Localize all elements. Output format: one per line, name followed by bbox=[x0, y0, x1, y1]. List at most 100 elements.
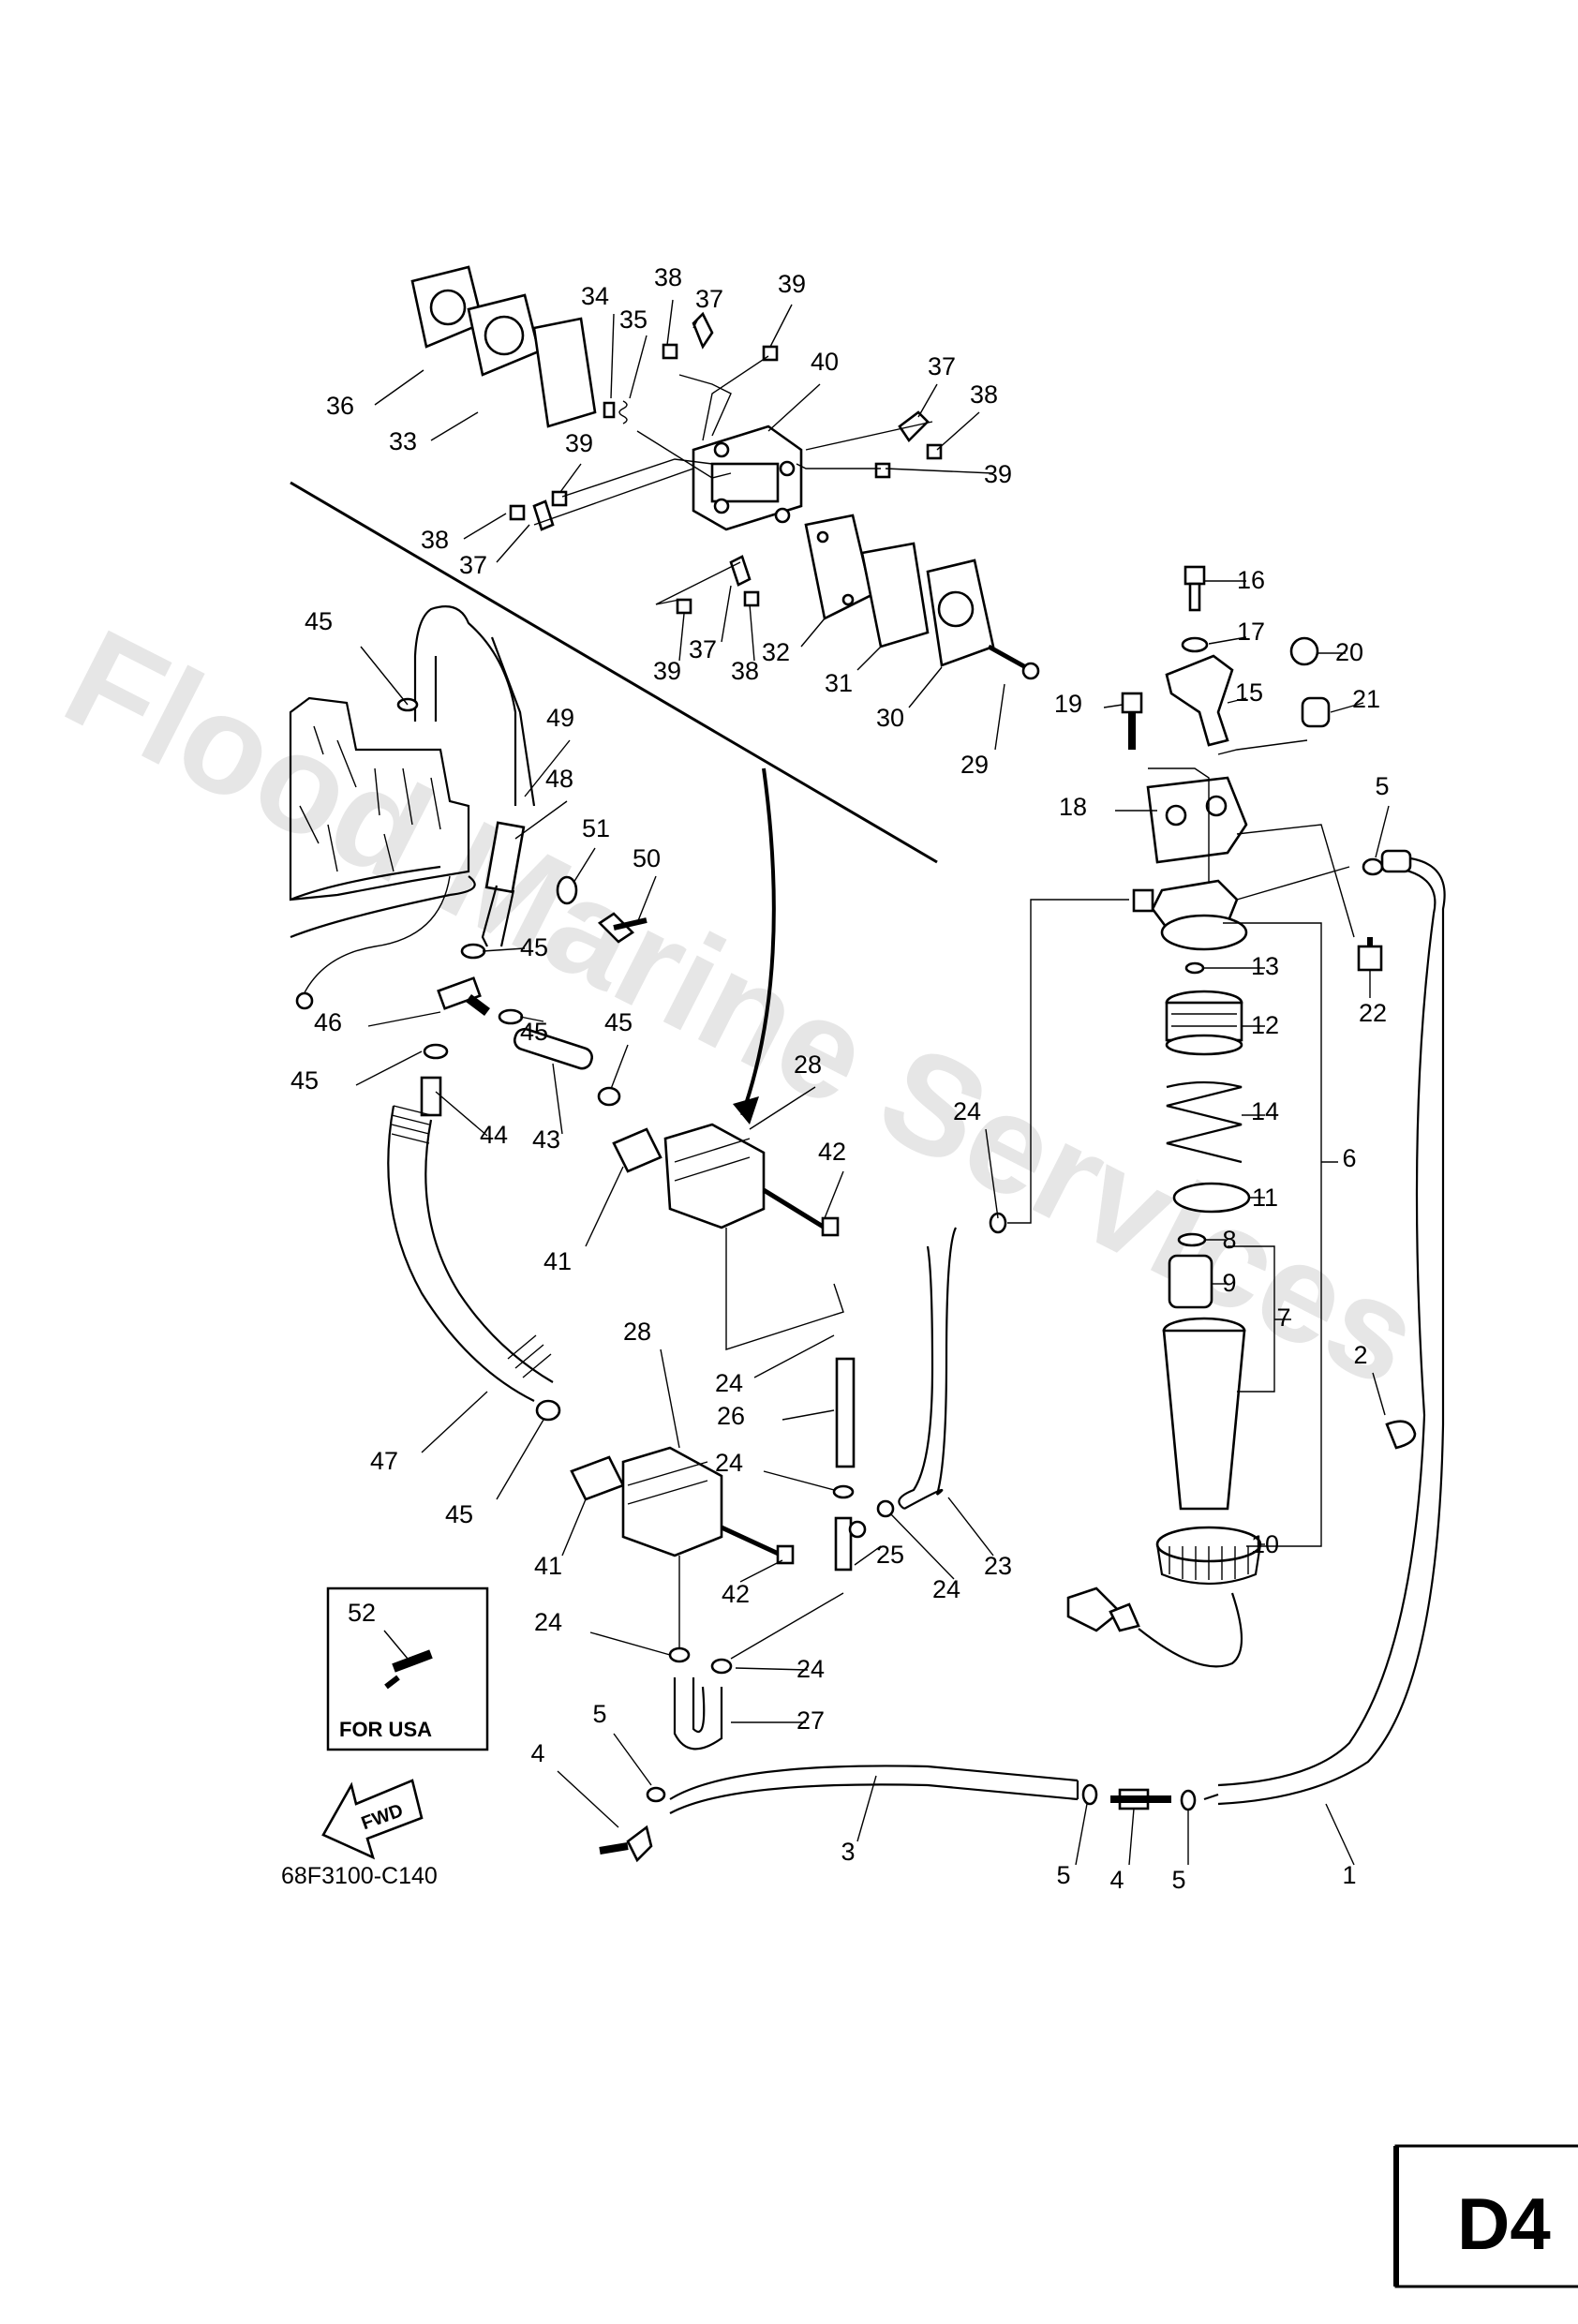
callout-leader-15 bbox=[1227, 697, 1247, 704]
callout-leader-37 bbox=[917, 383, 938, 418]
callout-leader-38 bbox=[936, 411, 980, 451]
callout-24: 24 bbox=[953, 1097, 981, 1125]
callout-8: 8 bbox=[1222, 1226, 1236, 1254]
callout-1: 1 bbox=[1342, 1861, 1356, 1889]
callout-5: 5 bbox=[1171, 1866, 1185, 1894]
callout-31: 31 bbox=[825, 669, 853, 697]
callout-24: 24 bbox=[932, 1575, 960, 1603]
callout-leader-36 bbox=[374, 369, 424, 406]
callout-leader-45 bbox=[610, 1044, 629, 1090]
callout-leader-50 bbox=[636, 875, 657, 924]
callout-leader-24 bbox=[985, 1128, 999, 1219]
callout-3: 3 bbox=[841, 1838, 855, 1866]
callout-5: 5 bbox=[592, 1700, 606, 1728]
drawing-code: 68F3100-C140 bbox=[281, 1863, 438, 1889]
callout-leader-42 bbox=[824, 1170, 844, 1219]
callout-leader-37 bbox=[721, 585, 732, 643]
bottom-hoses bbox=[599, 1765, 1219, 1863]
callout-49: 49 bbox=[546, 704, 574, 732]
callout-41: 41 bbox=[534, 1552, 562, 1580]
callout-15: 15 bbox=[1235, 678, 1263, 707]
callout-38: 38 bbox=[654, 263, 682, 291]
callout-leader-2 bbox=[1372, 1372, 1386, 1416]
callout-37: 37 bbox=[695, 285, 723, 313]
callout-28: 28 bbox=[794, 1050, 822, 1079]
fuel-pump-lower bbox=[570, 1446, 795, 1649]
section-code-box: D4 bbox=[1393, 2144, 1578, 2288]
callout-leader-35 bbox=[629, 335, 648, 399]
callout-leader-45 bbox=[496, 1419, 544, 1500]
callout-leader-40 bbox=[767, 383, 821, 432]
callout-leader-39 bbox=[885, 468, 994, 474]
center-hoses bbox=[668, 899, 1129, 1750]
callout-leader-29 bbox=[994, 683, 1005, 751]
callout-leader-37 bbox=[496, 524, 530, 563]
callout-leader-51 bbox=[573, 847, 596, 884]
callout-leader-24 bbox=[735, 1667, 809, 1671]
callout-39: 39 bbox=[653, 657, 681, 685]
callout-30: 30 bbox=[876, 704, 904, 732]
fwd-arrow: FWD bbox=[321, 1779, 424, 1860]
callout-leader-24 bbox=[763, 1470, 835, 1491]
callout-leader-47 bbox=[421, 1391, 488, 1453]
callout-leader-31 bbox=[856, 646, 882, 671]
callout-leader-39 bbox=[769, 304, 793, 348]
callout-20: 20 bbox=[1335, 638, 1363, 666]
fuel-pump-upper bbox=[612, 1123, 844, 1350]
callout-43: 43 bbox=[532, 1125, 560, 1154]
callout-leader-44 bbox=[435, 1091, 488, 1137]
callout-34: 34 bbox=[581, 282, 609, 310]
callout-leader-38 bbox=[463, 513, 507, 540]
callout-leader-28 bbox=[749, 1086, 816, 1130]
callout-leader-26 bbox=[782, 1409, 835, 1421]
callout-22: 22 bbox=[1359, 999, 1387, 1027]
callout-37: 37 bbox=[459, 551, 487, 579]
callout-2: 2 bbox=[1353, 1341, 1367, 1369]
callout-45: 45 bbox=[305, 607, 333, 635]
callout-leader-48 bbox=[514, 800, 568, 840]
callout-leader-5 bbox=[613, 1733, 652, 1786]
callout-leader-49 bbox=[524, 739, 571, 797]
callout-51: 51 bbox=[582, 814, 610, 842]
callout-45: 45 bbox=[445, 1500, 473, 1528]
callout-45: 45 bbox=[520, 933, 548, 961]
callout-leader-21 bbox=[1330, 702, 1364, 713]
callout-leader-24 bbox=[589, 1631, 671, 1656]
callout-29: 29 bbox=[960, 751, 989, 779]
callout-41: 41 bbox=[543, 1247, 572, 1275]
for-usa-label: FOR USA bbox=[339, 1718, 432, 1741]
callout-24: 24 bbox=[715, 1449, 743, 1477]
callout-leader-38 bbox=[666, 299, 674, 346]
callout-48: 48 bbox=[545, 765, 573, 793]
callout-leader-41 bbox=[561, 1498, 587, 1557]
callout-leader-33 bbox=[430, 411, 479, 441]
for-usa-note-box: FOR USA bbox=[326, 1587, 489, 1751]
callout-17: 17 bbox=[1237, 618, 1265, 646]
callout-leader-24 bbox=[889, 1512, 955, 1580]
callout-45: 45 bbox=[520, 1018, 548, 1046]
callout-39: 39 bbox=[984, 460, 1012, 488]
callout-leader-28 bbox=[660, 1348, 680, 1449]
callout-37: 37 bbox=[689, 635, 717, 663]
callout-21: 21 bbox=[1352, 685, 1380, 713]
callout-38: 38 bbox=[970, 380, 998, 409]
callout-26: 26 bbox=[717, 1402, 745, 1430]
callout-leader-1 bbox=[1325, 1803, 1355, 1866]
callout-45: 45 bbox=[290, 1066, 319, 1095]
callout-7: 7 bbox=[1276, 1304, 1290, 1332]
callout-52: 52 bbox=[348, 1599, 376, 1627]
callout-39: 39 bbox=[565, 429, 593, 457]
callout-4: 4 bbox=[530, 1739, 544, 1767]
callout-leader-41 bbox=[585, 1166, 624, 1247]
callout-leader-42 bbox=[739, 1559, 783, 1583]
callout-40: 40 bbox=[811, 348, 839, 376]
callout-leader-34 bbox=[610, 313, 615, 399]
callout-leader-17 bbox=[1208, 636, 1247, 645]
callout-32: 32 bbox=[762, 638, 790, 666]
callout-leader-3 bbox=[856, 1775, 877, 1842]
fuel-filter-assembly bbox=[1066, 565, 1446, 1806]
callout-38: 38 bbox=[421, 526, 449, 554]
callout-leader-19 bbox=[1103, 704, 1124, 708]
